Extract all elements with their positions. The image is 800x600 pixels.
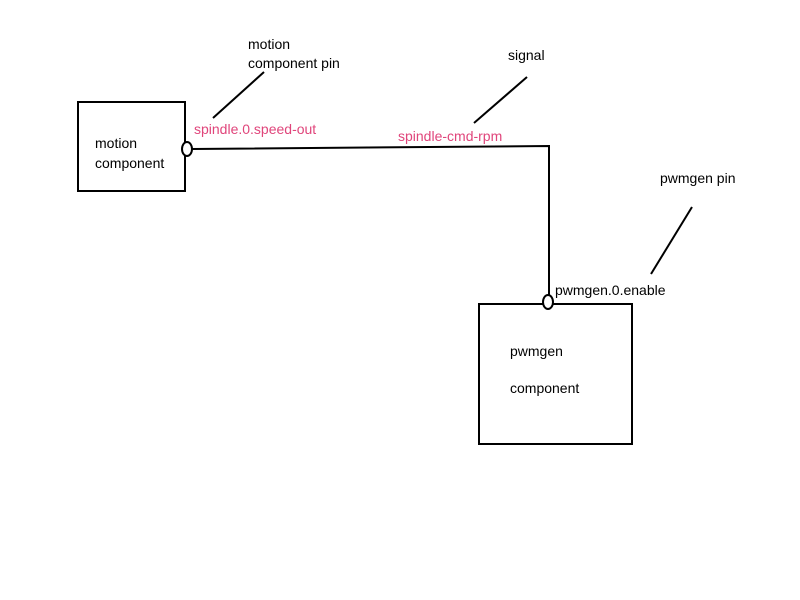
pwmgen-pin-name: pwmgen.0.enable — [555, 282, 666, 298]
motion-pin-annotation-line1: motion — [248, 36, 290, 52]
pwmgen-component-box — [478, 303, 633, 445]
motion-pin-name: spindle.0.speed-out — [194, 121, 316, 137]
motion-pin-annotation-line2: component pin — [248, 55, 340, 71]
pwmgen-component-label-line2: component — [510, 380, 579, 396]
motion-output-pin — [181, 141, 193, 157]
signal-wire — [191, 144, 550, 296]
signal-name: spindle-cmd-rpm — [398, 128, 502, 144]
pwmgen-input-pin — [542, 294, 554, 310]
signal-annotation-pointer — [473, 76, 528, 124]
pwmgen-component: pwmgen component — [478, 303, 633, 445]
motion-component-label-line2: component — [95, 155, 164, 171]
pwmgen-pin-annotation-pointer — [650, 206, 693, 275]
signal-annotation: signal — [508, 47, 545, 63]
motion-component: motion component — [77, 101, 186, 192]
motion-pin-annotation-pointer — [212, 71, 265, 119]
pwmgen-component-label-line1: pwmgen — [510, 343, 563, 359]
pwmgen-pin-annotation: pwmgen pin — [660, 170, 736, 186]
motion-component-box — [77, 101, 186, 192]
motion-component-label-line1: motion — [95, 135, 137, 151]
